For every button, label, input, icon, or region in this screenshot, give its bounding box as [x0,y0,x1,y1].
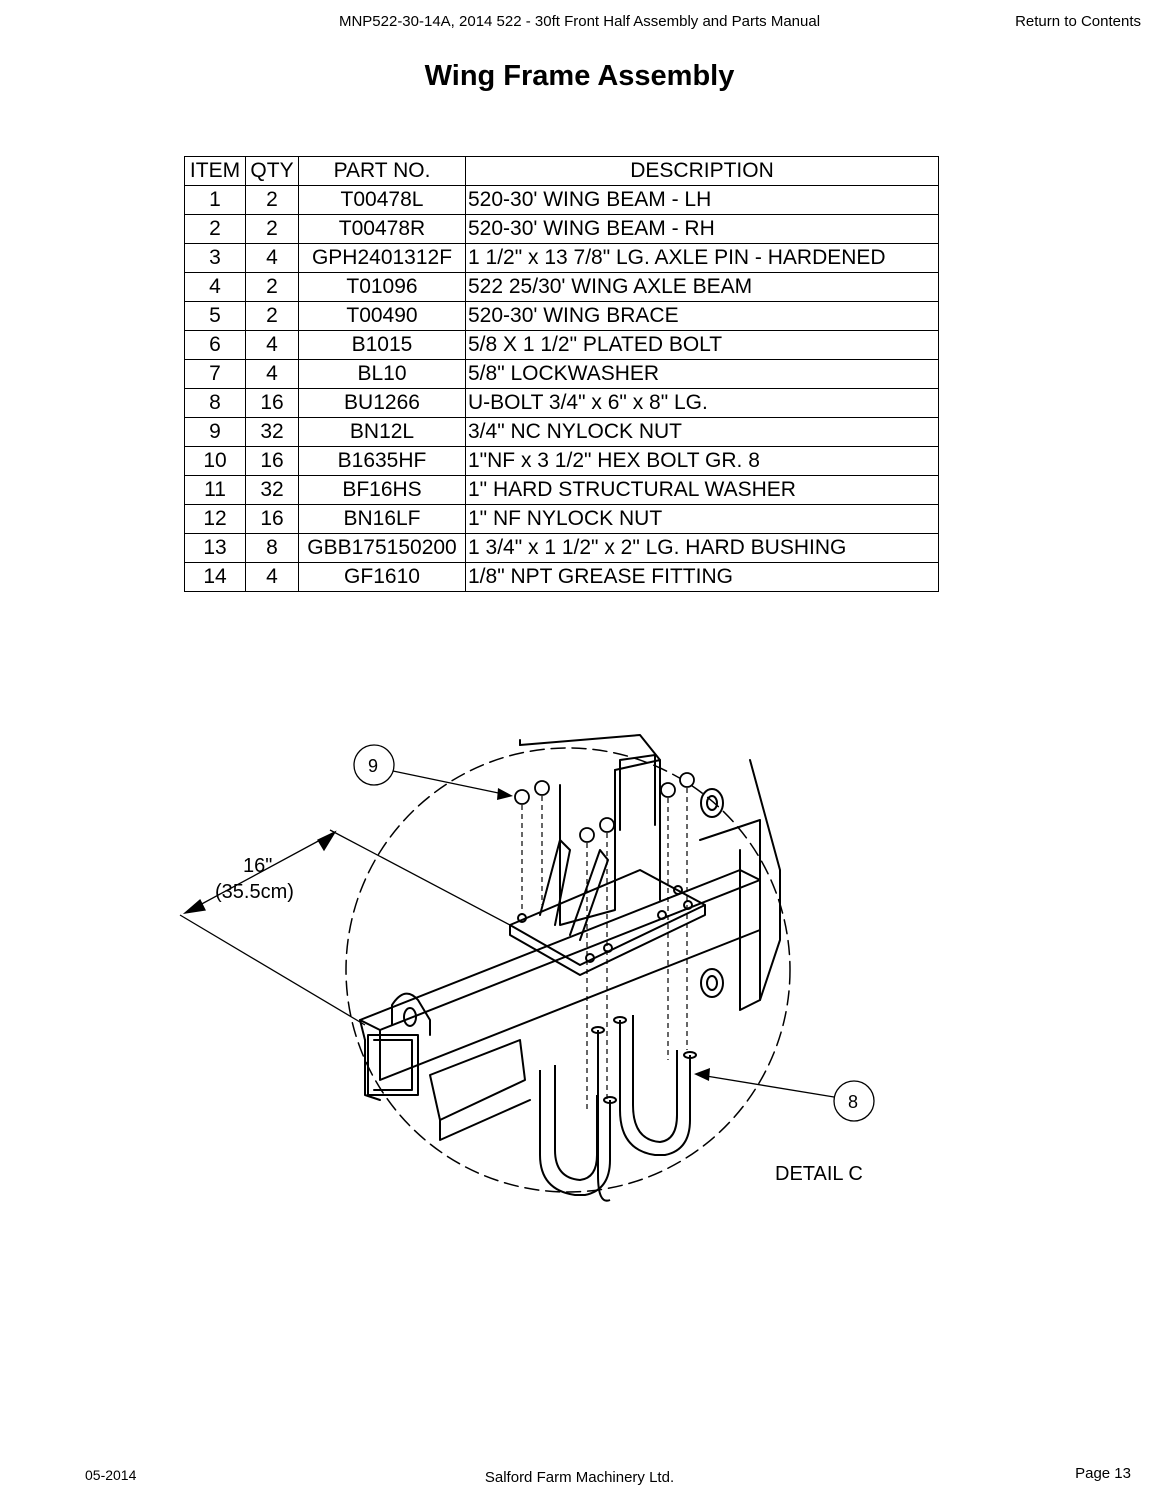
item-cell: 7 [184,359,246,389]
part-no-cell: BN12L [298,417,466,447]
item-cell: 6 [184,330,246,360]
description-cell: 1" HARD STRUCTURAL WASHER [465,475,939,505]
part-no-cell: BU1266 [298,388,466,418]
part-no-cell: B1015 [298,330,466,360]
description-cell: 5/8 X 1 1/2" PLATED BOLT [465,330,939,360]
page-title: Wing Frame Assembly [424,60,735,92]
item-cell: 11 [184,475,246,505]
item-cell: 4 [184,272,246,302]
header-description: DESCRIPTION [465,156,939,186]
qty-cell: 16 [245,388,299,418]
description-cell: 1 1/2" x 13 7/8" LG. AXLE PIN - HARDENED [465,243,939,273]
description-cell: 1"NF x 3 1/2" HEX BOLT GR. 8 [465,446,939,476]
footer-company: Salford Farm Machinery Ltd. [484,1469,675,1486]
item-cell: 3 [184,243,246,273]
detail-label: DETAIL C [775,1163,863,1185]
description-cell: 522 25/30' WING AXLE BEAM [465,272,939,302]
u-bolt [539,1070,611,1196]
callout-label-9: 9 [368,756,378,776]
footer-page-number: Page 13 [1075,1465,1131,1482]
item-cell: 9 [184,417,246,447]
part-no-cell: GBB175150200 [298,533,466,563]
qty-cell: 16 [245,446,299,476]
part-no-cell: T01096 [298,272,466,302]
qty-cell: 4 [245,243,299,273]
description-cell: 1/8" NPT GREASE FITTING [465,562,939,592]
qty-cell: 2 [245,301,299,331]
callout-label-8: 8 [848,1092,858,1112]
part-no-cell: GF1610 [298,562,466,592]
dimension-inches: 16" [243,855,272,877]
qty-cell: 2 [245,214,299,244]
table-header-row: ITEM QTY PART NO. DESCRIPTION [184,156,939,186]
qty-cell: 2 [245,185,299,215]
callout-circle-8 [833,1080,875,1122]
right-bracket [699,819,761,1011]
item-cell: 12 [184,504,246,534]
item-cell: 5 [184,301,246,331]
nylock-nut [514,789,530,805]
description-cell: U-BOLT 3/4" x 6" x 8" LG. [465,388,939,418]
part-no-cell: T00478L [298,185,466,215]
qty-cell: 4 [245,562,299,592]
item-cell: 10 [184,446,246,476]
axle-beam [429,1039,526,1121]
item-cell: 13 [184,533,246,563]
item-cell: 8 [184,388,246,418]
description-cell: 520-30' WING BEAM - RH [465,214,939,244]
qty-cell: 4 [245,330,299,360]
detail-circle [345,747,791,1193]
qty-cell: 2 [245,272,299,302]
qty-cell: 32 [245,475,299,505]
description-cell: 3/4" NC NYLOCK NUT [465,417,939,447]
item-cell: 1 [184,185,246,215]
axle-lug [391,992,431,1036]
qty-cell: 16 [245,504,299,534]
document-title: MNP522-30-14A, 2014 522 - 30ft Front Hal… [338,13,821,30]
description-cell: 520-30' WING BRACE [465,301,939,331]
part-no-cell: GPH2401312F [298,243,466,273]
header-part-no: PART NO. [298,156,466,186]
description-cell: 1 3/4" x 1 1/2" x 2" LG. HARD BUSHING [465,533,939,563]
qty-cell: 8 [245,533,299,563]
detail-c-drawing: 16" (35.5cm) 9 8 DETAIL C [179,734,875,1202]
header-qty: QTY [245,156,299,186]
item-cell: 2 [184,214,246,244]
qty-cell: 4 [245,359,299,389]
header-item: ITEM [184,156,246,186]
part-no-cell: BL10 [298,359,466,389]
part-no-cell: B1635HF [298,446,466,476]
description-cell: 1" NF NYLOCK NUT [465,504,939,534]
dimension-cm: (35.5cm) [215,881,294,903]
description-cell: 520-30' WING BEAM - LH [465,185,939,215]
part-no-cell: BN16LF [298,504,466,534]
qty-cell: 32 [245,417,299,447]
part-no-cell: T00478R [298,214,466,244]
callout-circle-9 [353,744,395,786]
footer-date: 05-2014 [85,1467,137,1483]
return-to-contents-link[interactable]: Return to Contents [1015,13,1141,30]
part-no-cell: T00490 [298,301,466,331]
description-cell: 5/8" LOCKWASHER [465,359,939,389]
item-cell: 14 [184,562,246,592]
part-no-cell: BF16HS [298,475,466,505]
